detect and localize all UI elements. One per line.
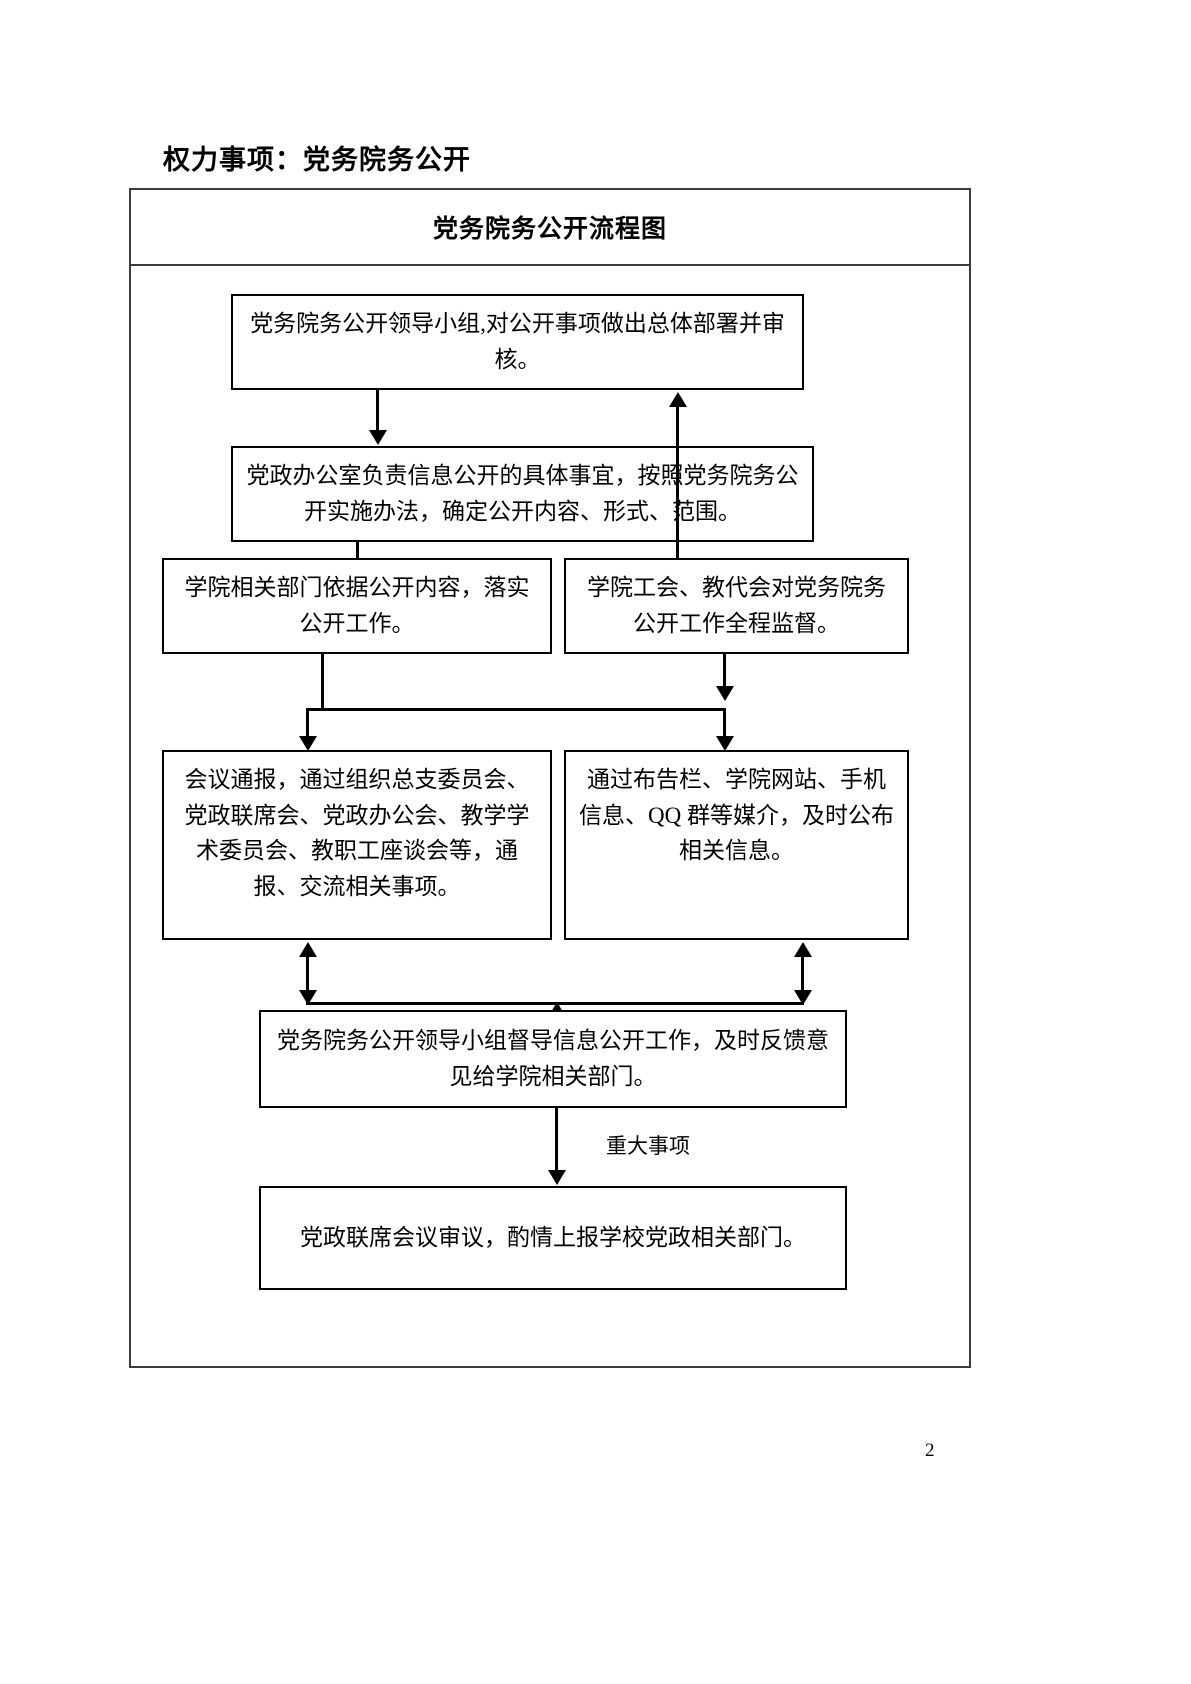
arrow-up-icon xyxy=(669,392,687,407)
arrow-down-icon xyxy=(794,990,812,1005)
flow-node-text: 党务院务公开领导小组督导信息公开工作，及时反馈意见给学院相关部门。 xyxy=(277,1028,829,1089)
connector-line xyxy=(306,950,309,1000)
flowchart-title-row: 党务院务公开流程图 xyxy=(131,190,969,266)
flow-node-leadership-group[interactable]: 党务院务公开领导小组,对公开事项做出总体部署并审核。 xyxy=(231,294,804,390)
edge-label-major-matters: 重大事项 xyxy=(606,1134,690,1158)
page-title: 权力事项：党务院务公开 xyxy=(163,145,471,175)
arrow-down-icon xyxy=(716,686,734,701)
flow-node-party-admin-office[interactable]: 党政办公室负责信息公开的具体事宜，按照党务院务公开实施办法，确定公开内容、形式、… xyxy=(231,446,814,542)
flow-node-text: 党政办公室负责信息公开的具体事宜，按照党务院务公开实施办法，确定公开内容、形式、… xyxy=(246,463,799,524)
arrow-up-icon xyxy=(299,942,317,957)
flow-node-supervision-feedback[interactable]: 党务院务公开领导小组督导信息公开工作，及时反馈意见给学院相关部门。 xyxy=(259,1010,847,1108)
flow-node-union-supervision[interactable]: 学院工会、教代会对党务院务公开工作全程监督。 xyxy=(564,558,909,654)
arrow-down-icon xyxy=(716,736,734,751)
flowchart-frame: 党务院务公开流程图 党务院务公开领导小组,对公开事项做出总体部署并审核。 党政办… xyxy=(129,188,971,1368)
flow-node-media-publication[interactable]: 通过布告栏、学院网站、手机信息、QQ 群等媒介，及时公布相关信息。 xyxy=(564,750,909,940)
arrow-down-icon xyxy=(369,430,387,445)
connector-line xyxy=(306,708,309,742)
flowchart-title: 党务院务公开流程图 xyxy=(432,216,667,243)
flow-node-text: 党政联席会议审议，酌情上报学校党政相关部门。 xyxy=(300,1225,806,1251)
arrow-down-icon xyxy=(299,990,317,1005)
connector-line xyxy=(801,950,804,1000)
connector-line xyxy=(555,1108,558,1176)
flow-node-text: 学院工会、教代会对党务院务公开工作全程监督。 xyxy=(587,575,886,636)
flow-node-text: 学院相关部门依据公开内容，落实公开工作。 xyxy=(184,575,530,636)
connector-line xyxy=(723,654,726,694)
connector-line xyxy=(321,654,324,710)
flow-node-text: 党务院务公开领导小组,对公开事项做出总体部署并审核。 xyxy=(250,311,785,372)
flow-node-joint-meeting-review[interactable]: 党政联席会议审议，酌情上报学校党政相关部门。 xyxy=(259,1186,847,1290)
connector-line xyxy=(723,708,726,742)
flow-node-meeting-briefing[interactable]: 会议通报，通过组织总支委员会、党政联席会、党政办公会、教学学术委员会、教职工座谈… xyxy=(162,750,552,940)
connector-line xyxy=(306,708,726,711)
flow-node-text: 会议通报，通过组织总支委员会、党政联席会、党政办公会、教学学术委员会、教职工座谈… xyxy=(184,767,530,899)
arrow-down-icon xyxy=(299,736,317,751)
connector-line xyxy=(676,404,679,594)
flow-node-college-departments[interactable]: 学院相关部门依据公开内容，落实公开工作。 xyxy=(162,558,552,654)
arrow-up-icon xyxy=(794,942,812,957)
page-number: 2 xyxy=(925,1440,935,1461)
flow-node-text: 通过布告栏、学院网站、手机信息、QQ 群等媒介，及时公布相关信息。 xyxy=(579,767,894,864)
arrow-down-icon xyxy=(548,1170,566,1185)
connector-line xyxy=(376,390,379,436)
